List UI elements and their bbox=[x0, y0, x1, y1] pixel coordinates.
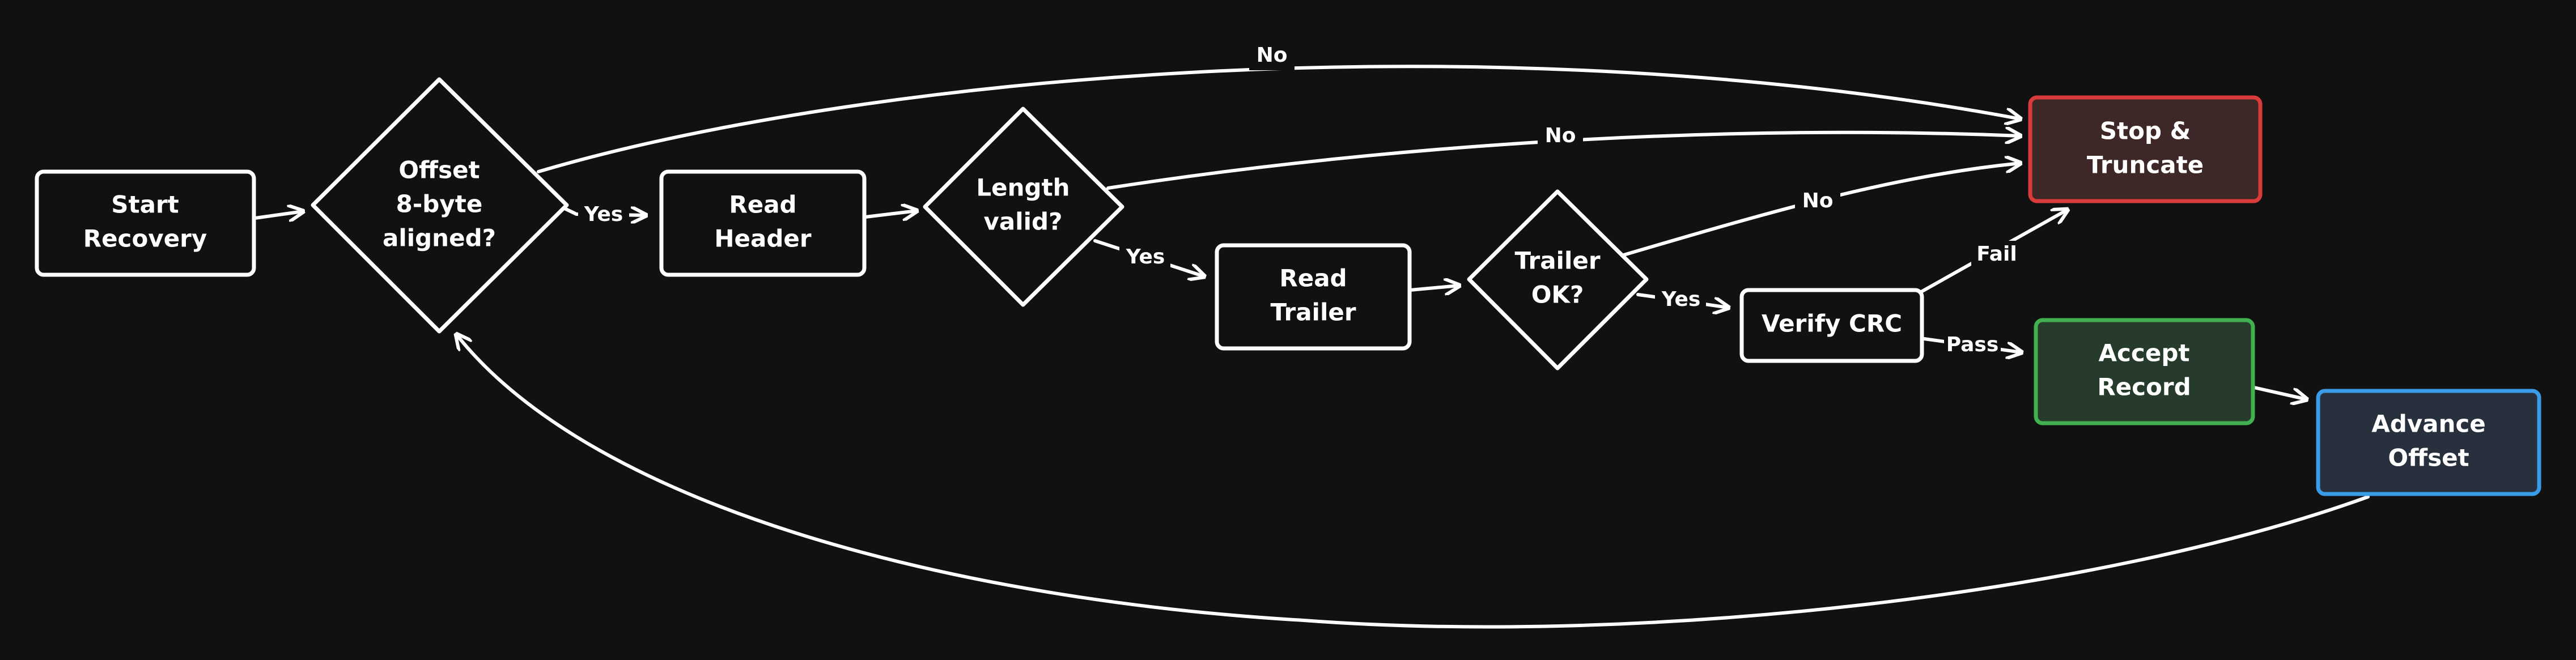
node-trailer-ok-decision[interactable]: Trailer OK? bbox=[1467, 189, 1649, 371]
svg-text:Read: Read bbox=[729, 191, 796, 219]
svg-text:Fail: Fail bbox=[1976, 242, 2017, 266]
svg-text:Offset: Offset bbox=[2388, 444, 2469, 472]
svg-text:Record: Record bbox=[2097, 373, 2191, 401]
node-advance-offset[interactable]: Advance Offset bbox=[2316, 389, 2541, 496]
edge-label-crc-pass: Pass bbox=[1944, 331, 2001, 360]
nodes: Start Recovery Offset 8-byte aligned? Re… bbox=[35, 77, 2541, 496]
edge-label-trailer-yes: Yes bbox=[1655, 286, 1706, 314]
svg-text:Start: Start bbox=[111, 191, 179, 219]
node-start-recovery[interactable]: Start Recovery bbox=[35, 169, 256, 277]
node-accept-record[interactable]: Accept Record bbox=[2034, 318, 2255, 425]
edge-label-crc-fail: Fail bbox=[1971, 241, 2022, 269]
edge-labels: No Yes No Yes No Yes Fail Pass bbox=[578, 42, 2022, 360]
svg-text:Trailer: Trailer bbox=[1514, 247, 1600, 275]
svg-text:Pass: Pass bbox=[1946, 333, 1999, 356]
edge-label-aligned-yes: Yes bbox=[578, 201, 629, 229]
svg-text:Truncate: Truncate bbox=[2087, 151, 2204, 179]
svg-text:Recovery: Recovery bbox=[83, 225, 207, 253]
svg-text:Yes: Yes bbox=[1126, 245, 1165, 269]
svg-text:8-byte: 8-byte bbox=[396, 190, 483, 218]
svg-text:Yes: Yes bbox=[584, 203, 623, 226]
edge-trailer-read-to-ok bbox=[1408, 286, 1459, 290]
edge-header-to-length bbox=[864, 211, 917, 217]
svg-text:No: No bbox=[1545, 124, 1576, 147]
svg-text:No: No bbox=[1257, 44, 1288, 67]
node-offset-aligned-decision[interactable]: Offset 8-byte aligned? bbox=[311, 77, 569, 334]
node-stop-truncate[interactable]: Stop & Truncate bbox=[2028, 95, 2263, 203]
node-read-header[interactable]: Read Header bbox=[659, 169, 867, 277]
svg-text:Advance: Advance bbox=[2371, 410, 2486, 438]
svg-text:Yes: Yes bbox=[1661, 288, 1701, 311]
edge-aligned-no-to-stop bbox=[537, 65, 2021, 173]
node-verify-crc[interactable]: Verify CRC bbox=[1739, 288, 1924, 363]
edge-advance-loop-to-aligned bbox=[456, 334, 2370, 629]
svg-text:Accept: Accept bbox=[2099, 339, 2190, 367]
svg-text:No: No bbox=[1802, 189, 1834, 212]
svg-text:Header: Header bbox=[714, 225, 812, 253]
svg-text:valid?: valid? bbox=[984, 208, 1063, 236]
edge-label-aligned-no: No bbox=[1249, 42, 1295, 70]
svg-text:Trailer: Trailer bbox=[1270, 299, 1356, 326]
svg-text:aligned?: aligned? bbox=[383, 224, 496, 252]
node-length-valid-decision[interactable]: Length valid? bbox=[923, 107, 1124, 307]
svg-text:Length: Length bbox=[976, 174, 1070, 202]
edge-label-length-no: No bbox=[1538, 122, 1583, 151]
svg-text:OK?: OK? bbox=[1531, 281, 1584, 309]
svg-text:Read: Read bbox=[1279, 265, 1347, 292]
edge-start-to-aligned bbox=[253, 211, 303, 218]
svg-text:Verify CRC: Verify CRC bbox=[1762, 310, 1902, 338]
edge-accept-to-advance bbox=[2252, 386, 2307, 399]
edge-label-trailer-no: No bbox=[1795, 188, 1840, 216]
node-read-trailer[interactable]: Read Trailer bbox=[1215, 243, 1412, 351]
svg-text:Stop &: Stop & bbox=[2100, 117, 2191, 145]
svg-text:Offset: Offset bbox=[398, 156, 479, 184]
edge-label-length-yes: Yes bbox=[1119, 244, 1170, 272]
